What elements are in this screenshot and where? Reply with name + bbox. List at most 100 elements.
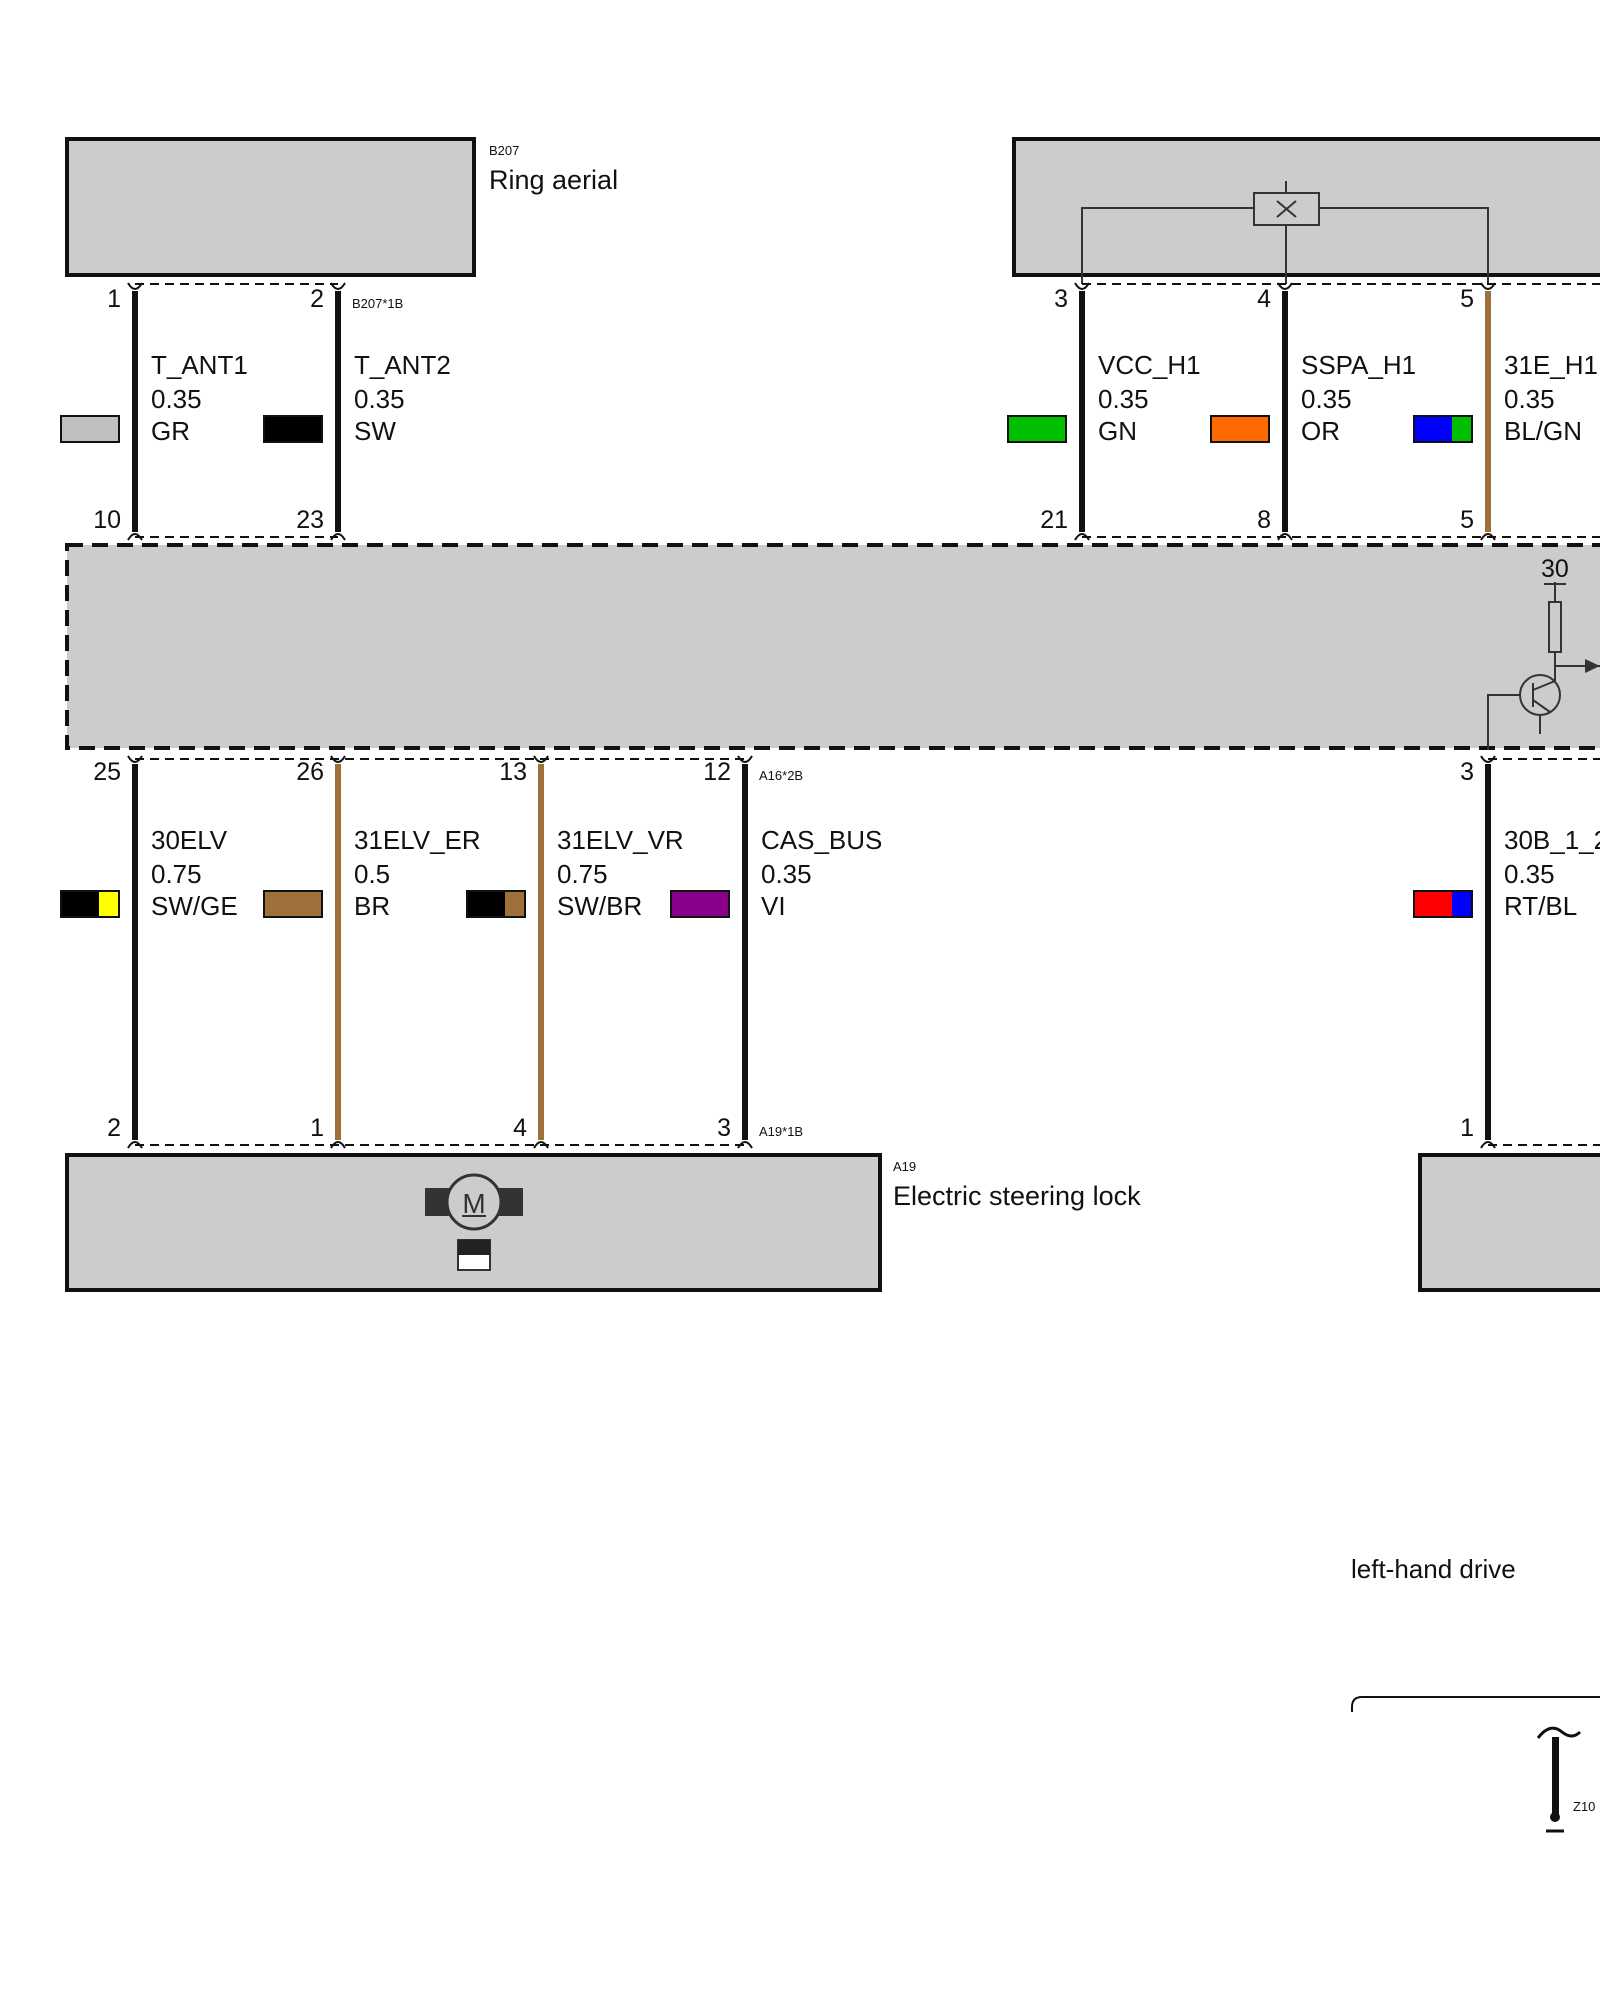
ground-symbol-icon <box>1536 1726 1582 1833</box>
pin-number-top: 3 <box>1054 285 1068 313</box>
ground-ref-label: Z10 <box>1573 1799 1595 1814</box>
wire-color-swatch <box>1413 415 1473 443</box>
pin-number-top: 5 <box>1460 285 1474 313</box>
wire-signal: 30ELV <box>151 825 228 855</box>
pin-terminal <box>737 755 753 763</box>
svg-text:M: M <box>462 1188 485 1219</box>
wire-color-code: BL/GN <box>1504 416 1582 446</box>
wire-color-swatch <box>670 890 730 918</box>
pin-terminal <box>1480 1141 1496 1149</box>
pin-terminal <box>330 755 346 763</box>
wire-signal: 30B_1_2 <box>1504 825 1600 855</box>
wire-color-code: SW/GE <box>151 891 238 921</box>
pin-terminal <box>127 533 143 541</box>
steering-lock-id: A19 <box>893 1159 916 1174</box>
wire-signal: VCC_H1 <box>1098 350 1201 380</box>
pin-terminal <box>127 1141 143 1149</box>
wire-signal: T_ANT1 <box>151 350 248 380</box>
control-unit-pin-30: 30 <box>1541 555 1569 583</box>
wire-group-top-right: 321VCC_H10.35GN48SSPA_H10.35OR5531E_H10.… <box>1007 282 1598 541</box>
output-arrow-icon <box>1585 659 1600 673</box>
pin-number-bottom: 10 <box>93 506 121 534</box>
wire-group-bottom: 25230ELV0.75SW/GE26131ELV_ER0.5BR13431EL… <box>60 755 1600 1149</box>
pin-terminal <box>127 755 143 763</box>
drive-side-label: left-hand drive <box>1351 1554 1516 1584</box>
wire-size: 0.5 <box>354 859 390 889</box>
pin-terminal <box>1277 533 1293 541</box>
pin-number-bottom: 3 <box>717 1114 731 1142</box>
steering-lock-name: Electric steering lock <box>893 1181 1141 1211</box>
pin-terminal <box>330 282 346 290</box>
pin-number-top: 1 <box>107 285 121 313</box>
note-bracket <box>1351 1696 1600 1712</box>
pin-number-top: 13 <box>499 758 527 786</box>
wire-size: 0.35 <box>1098 384 1149 414</box>
wire-signal: 31ELV_ER <box>354 825 481 855</box>
pin-terminal <box>330 533 346 541</box>
pin-number-bottom: 21 <box>1040 506 1068 534</box>
wire-color-swatch <box>60 415 120 443</box>
pin-number-bottom: 1 <box>1460 1114 1474 1142</box>
pin-terminal <box>1074 282 1090 290</box>
wire-size: 0.35 <box>761 859 812 889</box>
internal-switch-symbol <box>1081 181 1489 284</box>
wire-size: 0.35 <box>1504 859 1555 889</box>
pin-number-top: 25 <box>93 758 121 786</box>
wire-signal: 31E_H1 <box>1504 350 1598 380</box>
wire-size: 0.75 <box>151 859 202 889</box>
motor-icon: M <box>425 1173 523 1271</box>
wire-size: 0.35 <box>151 384 202 414</box>
pin-number-bottom: 4 <box>513 1114 527 1142</box>
pin-terminal <box>330 1141 346 1149</box>
wire-color-swatch <box>263 890 323 918</box>
pin-number-bottom: 8 <box>1257 506 1271 534</box>
wire-color-swatch <box>1413 890 1473 918</box>
wire-size: 0.35 <box>1301 384 1352 414</box>
wire-color-swatch <box>1007 415 1067 443</box>
pin-number-top: 26 <box>296 758 324 786</box>
control-unit-connector: A16*2B <box>759 768 803 783</box>
wire-color-swatch <box>60 890 120 918</box>
pin-terminal <box>533 1141 549 1149</box>
wire-color-code: OR <box>1301 416 1340 446</box>
wire-color-code: BR <box>354 891 390 921</box>
wire-color-code: SW/BR <box>557 891 642 921</box>
pin-terminal <box>1480 533 1496 541</box>
pin-number-bottom: 2 <box>107 1114 121 1142</box>
wire-signal: SSPA_H1 <box>1301 350 1416 380</box>
pin-terminal <box>127 282 143 290</box>
pin-number-top: 12 <box>703 758 731 786</box>
wire-color-code: VI <box>761 891 786 921</box>
wire-size: 0.35 <box>354 384 405 414</box>
wire-color-code: GR <box>151 416 190 446</box>
bottom-right-module-box <box>1418 1153 1600 1292</box>
control-unit-box <box>65 543 1600 750</box>
pin-terminal <box>737 1141 753 1149</box>
ring-aerial-connector: B207*1B <box>352 296 403 311</box>
connector-dashes <box>135 283 1600 1146</box>
wire-color-code: GN <box>1098 416 1137 446</box>
pin-number-bottom: 5 <box>1460 506 1474 534</box>
pin-number-top: 4 <box>1257 285 1271 313</box>
wire-color-code: RT/BL <box>1504 891 1577 921</box>
pin-terminal <box>533 755 549 763</box>
wire-signal: T_ANT2 <box>354 350 451 380</box>
wire-color-swatch <box>466 890 526 918</box>
wire-color-swatch <box>263 415 323 443</box>
ring-aerial-box <box>65 137 476 277</box>
pin-number-top: 3 <box>1460 758 1474 786</box>
wire-color-code: SW <box>354 416 396 446</box>
ring-aerial-name: Ring aerial <box>489 165 618 195</box>
transistor-symbol <box>1487 582 1600 750</box>
steering-lock-connector: A19*1B <box>759 1124 803 1139</box>
pin-terminal <box>1277 282 1293 290</box>
